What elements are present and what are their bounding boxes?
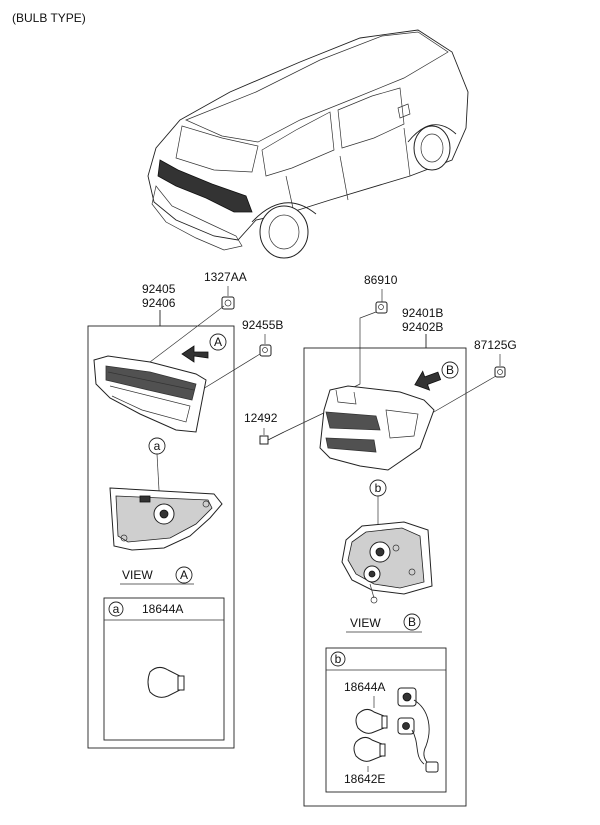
view-marker-B-text: B [446, 363, 454, 377]
nut-icon [375, 301, 388, 314]
callout-a-text: a [154, 439, 161, 453]
view-marker-A [209, 333, 227, 351]
fastener-label-86910: 86910 [364, 273, 398, 287]
fastener-label-1327AA: 1327AA [204, 270, 247, 284]
detail-a-part-18644A: 18644A [142, 602, 183, 616]
view-label-A-marker: A [180, 568, 188, 582]
nut-icon [259, 344, 272, 357]
detail-box-a [103, 597, 225, 741]
fastener-label-87125G: 87125G [474, 338, 517, 352]
bulb-icon [353, 736, 386, 762]
direction-arrow-icon [414, 370, 442, 391]
lamp-part-icon [319, 385, 435, 471]
fastener-label-12492: 12492 [244, 411, 278, 425]
car-illustration [147, 29, 469, 259]
view-label-B: VIEW [350, 616, 381, 630]
nut-icon [221, 296, 235, 310]
right-assembly: 86910 92401B 92402B 87125G 12492 [244, 273, 517, 807]
right-assembly-frame [303, 347, 467, 807]
lamp-part-icon [93, 355, 207, 433]
part-number-92401B: 92401B [402, 306, 443, 320]
fastener-label-92455B: 92455B [242, 318, 283, 332]
lamp-housing-view [109, 487, 223, 551]
view-label-B-marker: B [408, 615, 416, 629]
lamp-housing-view [341, 521, 433, 604]
bulb-icon [355, 708, 388, 734]
detail-b-marker: b [335, 652, 342, 666]
socket-wiring [397, 687, 439, 773]
detail-a-marker: a [113, 602, 120, 616]
part-number-92406: 92406 [142, 296, 176, 310]
detail-b-part-18644A: 18644A [344, 680, 385, 694]
detail-box-b [325, 647, 447, 793]
left-assembly: 92405 92406 1327AA 92455B A [87, 270, 283, 749]
left-assembly-frame [87, 325, 235, 749]
diagram-title: (BULB TYPE) [12, 11, 86, 25]
screw-icon [259, 431, 285, 445]
screw-icon [494, 366, 506, 378]
part-number-92402B: 92402B [402, 320, 443, 334]
view-marker-A-text: A [214, 335, 222, 349]
view-marker-B [441, 361, 459, 379]
view-label-A: VIEW [122, 568, 153, 582]
detail-b-part-18642E: 18642E [344, 772, 385, 786]
bulb-icon [147, 666, 185, 698]
callout-b-text: b [375, 481, 382, 495]
part-number-92405: 92405 [142, 282, 176, 296]
direction-arrow-icon [181, 345, 209, 363]
